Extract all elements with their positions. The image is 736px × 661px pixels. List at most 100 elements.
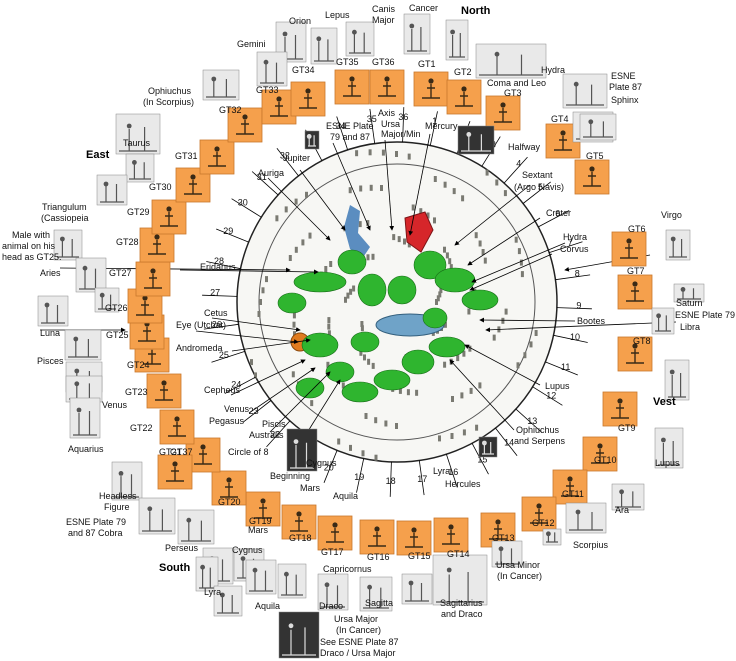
tick-line: [555, 274, 591, 281]
disc-glyph: [363, 354, 366, 361]
disc-glyph: [395, 151, 398, 157]
disc-glyph: [374, 454, 378, 461]
thumbnail-figure: [405, 583, 429, 602]
gt-figure-glyph: [378, 82, 396, 97]
thumbnail-37: [664, 359, 690, 401]
thumbnail-frame: [75, 257, 107, 293]
gt-label-16: GT16: [367, 552, 390, 562]
thumbnail-figure: [349, 32, 371, 54]
label-perseus: Perseus: [165, 543, 199, 553]
disc-glyph: [449, 264, 453, 271]
gt-box-37: [157, 454, 193, 490]
disc-glyph: [503, 190, 507, 197]
thumbnail-figure: [282, 627, 316, 656]
label-circle8: Circle of 8: [228, 447, 269, 457]
thumbnail-head: [252, 567, 258, 573]
thumbnail-head: [588, 119, 594, 125]
tick-line: [206, 261, 241, 270]
disc-glyph: [261, 287, 265, 294]
thumbnail-frame: [278, 611, 320, 659]
thumbnail-frame: [445, 19, 469, 61]
disc-glyph: [485, 169, 489, 176]
disc-glyph: [516, 362, 520, 369]
disc-glyph: [392, 234, 396, 241]
decan-number-9: 9: [576, 300, 581, 310]
gt-label-31: GT31: [175, 151, 198, 161]
disc-glyph: [478, 382, 482, 389]
gt-figure-head: [448, 524, 454, 530]
green-figure-11: [401, 349, 435, 375]
thumbnail-46: [278, 611, 320, 659]
thumbnail-head: [575, 509, 581, 515]
disc-glyph: [254, 372, 257, 379]
disc-glyph: [329, 261, 333, 267]
thumbnail-figure: [363, 587, 389, 609]
disc-glyph: [367, 358, 371, 365]
label-pegasus: Pegasus: [209, 416, 245, 426]
gt-figure-glyph: [148, 240, 166, 255]
tick-line: [336, 116, 348, 150]
gt-label-13: GT13: [492, 533, 515, 543]
label-male-3: head as GT25.: [2, 252, 62, 262]
gt-figure-glyph: [583, 172, 601, 187]
disc-glyph: [443, 361, 447, 368]
gt-figure-head: [384, 76, 390, 82]
label-esne87-2: Plate 87: [609, 82, 642, 92]
thumbnail-20: [65, 375, 103, 403]
gt-figure-glyph: [494, 108, 512, 123]
label-mercury: Mercury: [425, 121, 458, 131]
thumbnail-figure: [73, 411, 97, 436]
label-gemini: Gemini: [237, 39, 266, 49]
gt-figure-glyph: [620, 244, 638, 259]
tick-line: [429, 111, 438, 146]
gt-figure-glyph: [554, 136, 572, 151]
thumbnail-head: [367, 584, 372, 590]
gt-figure-glyph: [530, 509, 548, 524]
gt-figure-glyph: [299, 94, 317, 109]
thumbnail-figure: [41, 305, 65, 324]
thumbnail-12: [125, 153, 155, 183]
disc-glyph: [346, 292, 350, 299]
pointer-arrow-10: [469, 253, 553, 291]
thumbnail-head: [74, 368, 80, 374]
thumbnail-figure: [115, 474, 139, 498]
thumbnail-39: [673, 283, 705, 303]
tick-line: [389, 461, 392, 497]
thumbnail-18: [64, 329, 102, 361]
gt-figure-glyph: [160, 212, 178, 227]
thumbnail-frame: [491, 540, 523, 568]
disc-glyph: [426, 212, 430, 219]
thumbnail-frame: [401, 573, 433, 605]
gt-figure-glyph: [343, 82, 361, 97]
thumbnail-frame: [65, 375, 103, 403]
thumbnail-frame: [94, 287, 120, 313]
label-saturn: Saturn: [676, 298, 703, 308]
gt-label-34: GT34: [292, 65, 315, 75]
tick-line: [276, 148, 299, 177]
label-cetus: Cetus: [204, 308, 228, 318]
label-aquila: Aquila: [333, 491, 358, 501]
thumbnail-3: [345, 21, 375, 57]
thumbnail-2: [310, 27, 338, 65]
disc-glyph: [443, 321, 447, 328]
thumbnail-34: [565, 502, 607, 534]
gt-box-33: [261, 89, 297, 125]
thumbnail-17: [94, 287, 120, 313]
label-esnecobra-1: ESNE Plate 79: [66, 517, 126, 527]
thumbnail-head: [446, 567, 452, 573]
label-lyra2: Lyra: [204, 587, 221, 597]
tick-line: [211, 351, 245, 363]
decan-number-30: 30: [238, 198, 248, 208]
tick-line: [203, 323, 239, 330]
decan-number-16: 16: [448, 467, 458, 477]
green-figures: [277, 249, 499, 403]
gt-label-23: GT23: [125, 387, 148, 397]
gt-box-17: [317, 515, 353, 551]
gt-figure-glyph: [422, 84, 440, 99]
decan-numbers: 1234567891011121314151617181920212223242…: [210, 112, 581, 486]
label-mars: Mars: [300, 483, 320, 493]
thumbnail-head: [288, 623, 294, 629]
decan-number-35: 35: [367, 114, 377, 124]
thumbnail-head: [99, 292, 105, 298]
gt-figure-glyph: [561, 482, 579, 497]
